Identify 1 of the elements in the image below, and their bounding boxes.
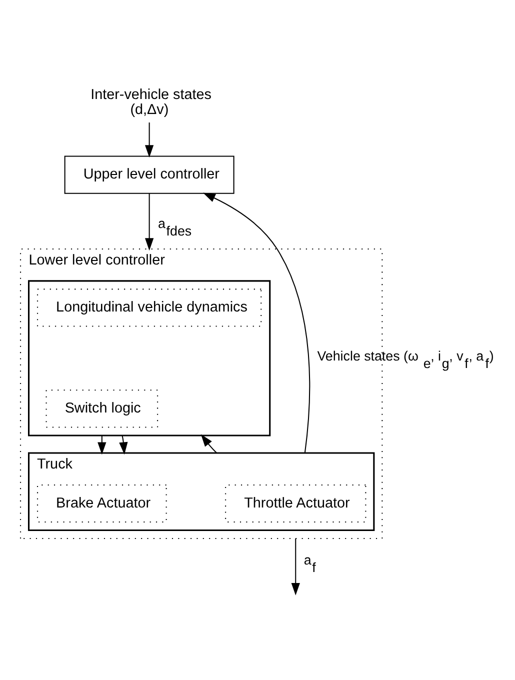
node-text: Inter-vehicle states (d,Δv) xyxy=(90,86,212,118)
